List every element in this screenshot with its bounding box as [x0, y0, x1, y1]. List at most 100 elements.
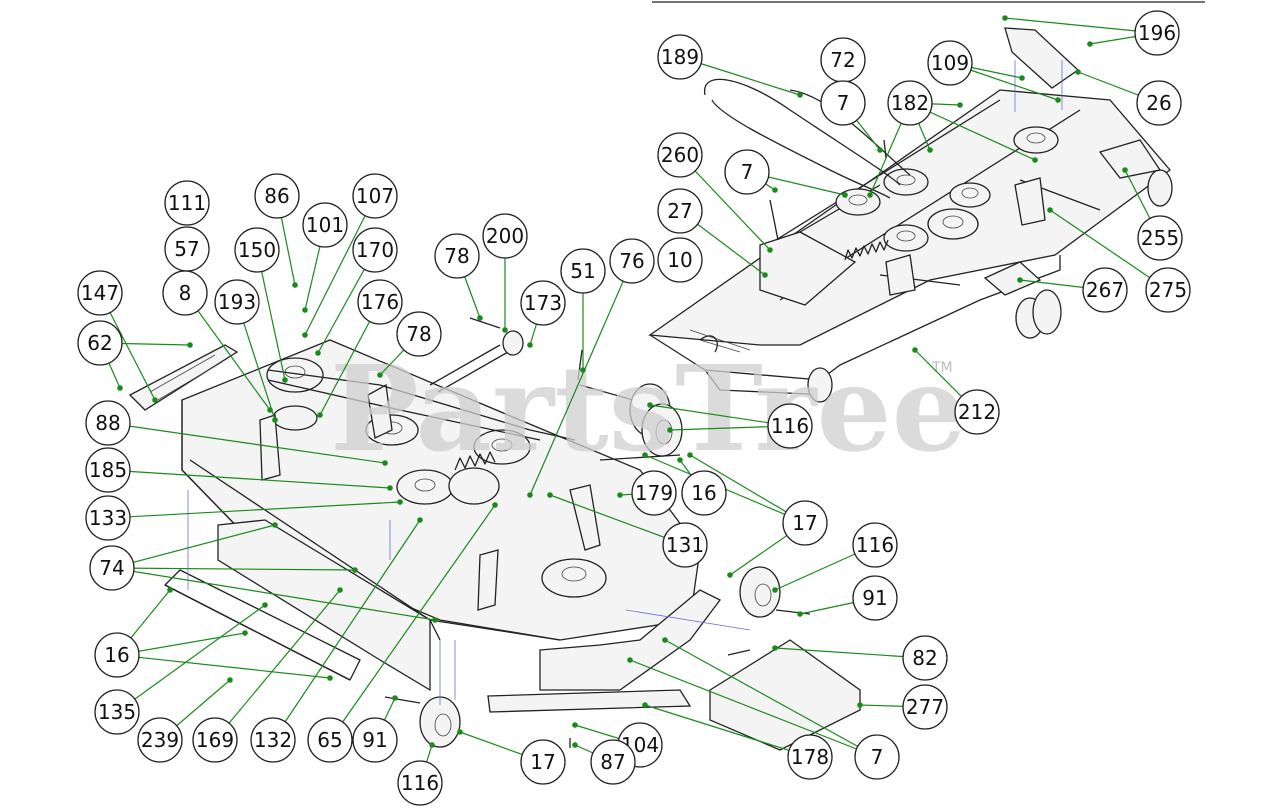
callout-76[interactable]: 76	[609, 238, 655, 284]
callout-185[interactable]: 185	[85, 447, 131, 493]
callout-111[interactable]: 111	[164, 180, 210, 226]
callout-132[interactable]: 132	[250, 717, 296, 763]
leader-line-76	[529, 260, 633, 496]
callout-91[interactable]: 91	[352, 717, 398, 763]
callout-182[interactable]: 182	[887, 80, 933, 126]
callout-62[interactable]: 62	[77, 320, 123, 366]
leader-arrow-116	[667, 427, 673, 433]
callout-176[interactable]: 176	[357, 279, 403, 325]
callout-circle	[767, 403, 813, 449]
callout-26[interactable]: 26	[1136, 80, 1182, 126]
callout-101[interactable]: 101	[302, 202, 348, 248]
callout-170[interactable]: 170	[352, 227, 398, 273]
callout-circle	[85, 447, 131, 493]
callout-circle	[89, 545, 135, 591]
callout-135[interactable]: 135	[94, 689, 140, 735]
wheel-116-b	[739, 566, 781, 618]
callout-179[interactable]: 179	[631, 470, 677, 516]
callout-116[interactable]: 116	[397, 760, 443, 806]
callout-circle	[657, 132, 703, 178]
leader-arrow-107	[302, 332, 308, 338]
leader-arrow-185	[387, 485, 393, 491]
callout-267[interactable]: 267	[1082, 267, 1128, 313]
leader-arrow-76	[527, 492, 533, 498]
callout-239[interactable]: 239	[137, 717, 183, 763]
callout-86[interactable]: 86	[254, 173, 300, 219]
callout-72[interactable]: 72	[820, 37, 866, 83]
callout-circle	[820, 80, 866, 126]
callout-16[interactable]: 16	[681, 470, 727, 516]
callout-number: 116	[856, 533, 894, 557]
callout-number: 260	[661, 143, 699, 167]
leader-arrow-16	[242, 630, 248, 636]
callout-169[interactable]: 169	[192, 717, 238, 763]
callout-8[interactable]: 8	[162, 270, 208, 316]
leader-arrow-116	[429, 742, 435, 748]
callout-193[interactable]: 193	[214, 279, 260, 325]
leader-arrow-277	[857, 702, 863, 708]
callout-88[interactable]: 88	[85, 400, 131, 446]
callout-275[interactable]: 275	[1145, 267, 1191, 313]
callout-7[interactable]: 7	[724, 149, 770, 195]
callout-277[interactable]: 277	[902, 684, 948, 730]
callout-circle	[852, 522, 898, 568]
callout-260[interactable]: 260	[657, 132, 703, 178]
callout-16[interactable]: 16	[94, 632, 140, 678]
leader-line-133	[107, 501, 401, 519]
callout-circle	[609, 238, 655, 284]
callout-circle	[662, 522, 708, 568]
callout-circle	[434, 233, 480, 279]
leader-arrow-196	[1002, 15, 1008, 21]
callout-number: 107	[356, 184, 394, 208]
callout-51[interactable]: 51	[560, 248, 606, 294]
callout-147[interactable]: 147	[77, 270, 123, 316]
callout-109[interactable]: 109	[927, 40, 973, 86]
callout-circle	[954, 389, 1000, 435]
leader-line-74	[111, 567, 356, 571]
callout-circle	[352, 227, 398, 273]
callout-7[interactable]: 7	[820, 80, 866, 126]
callout-212[interactable]: 212	[954, 389, 1000, 435]
callout-131[interactable]: 131	[662, 522, 708, 568]
callout-74[interactable]: 74	[89, 545, 135, 591]
callout-200[interactable]: 200	[482, 213, 528, 259]
leader-arrow-7	[877, 147, 883, 153]
callout-number: 82	[912, 646, 937, 670]
callout-78[interactable]: 78	[434, 233, 480, 279]
callout-116[interactable]: 116	[767, 403, 813, 449]
callout-150[interactable]: 150	[234, 227, 280, 273]
callout-255[interactable]: 255	[1137, 215, 1183, 261]
callout-82[interactable]: 82	[902, 635, 948, 681]
callout-116[interactable]: 116	[852, 522, 898, 568]
callout-17[interactable]: 17	[782, 500, 828, 546]
leader-arrow-116	[772, 587, 778, 593]
leader-arrow-104	[572, 722, 578, 728]
leader-arrow-74	[272, 522, 278, 528]
leader-arrow-16	[167, 587, 173, 593]
callout-number: 185	[89, 458, 127, 482]
callout-189[interactable]: 189	[657, 34, 703, 80]
callout-57[interactable]: 57	[164, 226, 210, 272]
callout-10[interactable]: 10	[657, 237, 703, 283]
callout-27[interactable]: 27	[657, 188, 703, 234]
leader-arrow-212	[912, 347, 918, 353]
callout-87[interactable]: 87	[590, 739, 636, 785]
callout-173[interactable]: 173	[520, 280, 566, 326]
callout-78[interactable]: 78	[396, 311, 442, 357]
callout-17[interactable]: 17	[520, 739, 566, 785]
callout-number: 109	[931, 51, 969, 75]
callout-number: 51	[570, 259, 595, 283]
callout-91[interactable]: 91	[852, 575, 898, 621]
callout-178[interactable]: 178	[787, 734, 833, 780]
callout-196[interactable]: 196	[1134, 10, 1180, 56]
callout-number: 169	[196, 728, 234, 752]
callout-circle	[357, 279, 403, 325]
leader-arrow-78	[477, 315, 483, 321]
callout-number: 200	[486, 224, 524, 248]
callout-circle	[852, 575, 898, 621]
callout-7[interactable]: 7	[854, 734, 900, 780]
callout-133[interactable]: 133	[85, 495, 131, 541]
callout-107[interactable]: 107	[352, 173, 398, 219]
callout-circle	[782, 500, 828, 546]
callout-65[interactable]: 65	[307, 717, 353, 763]
